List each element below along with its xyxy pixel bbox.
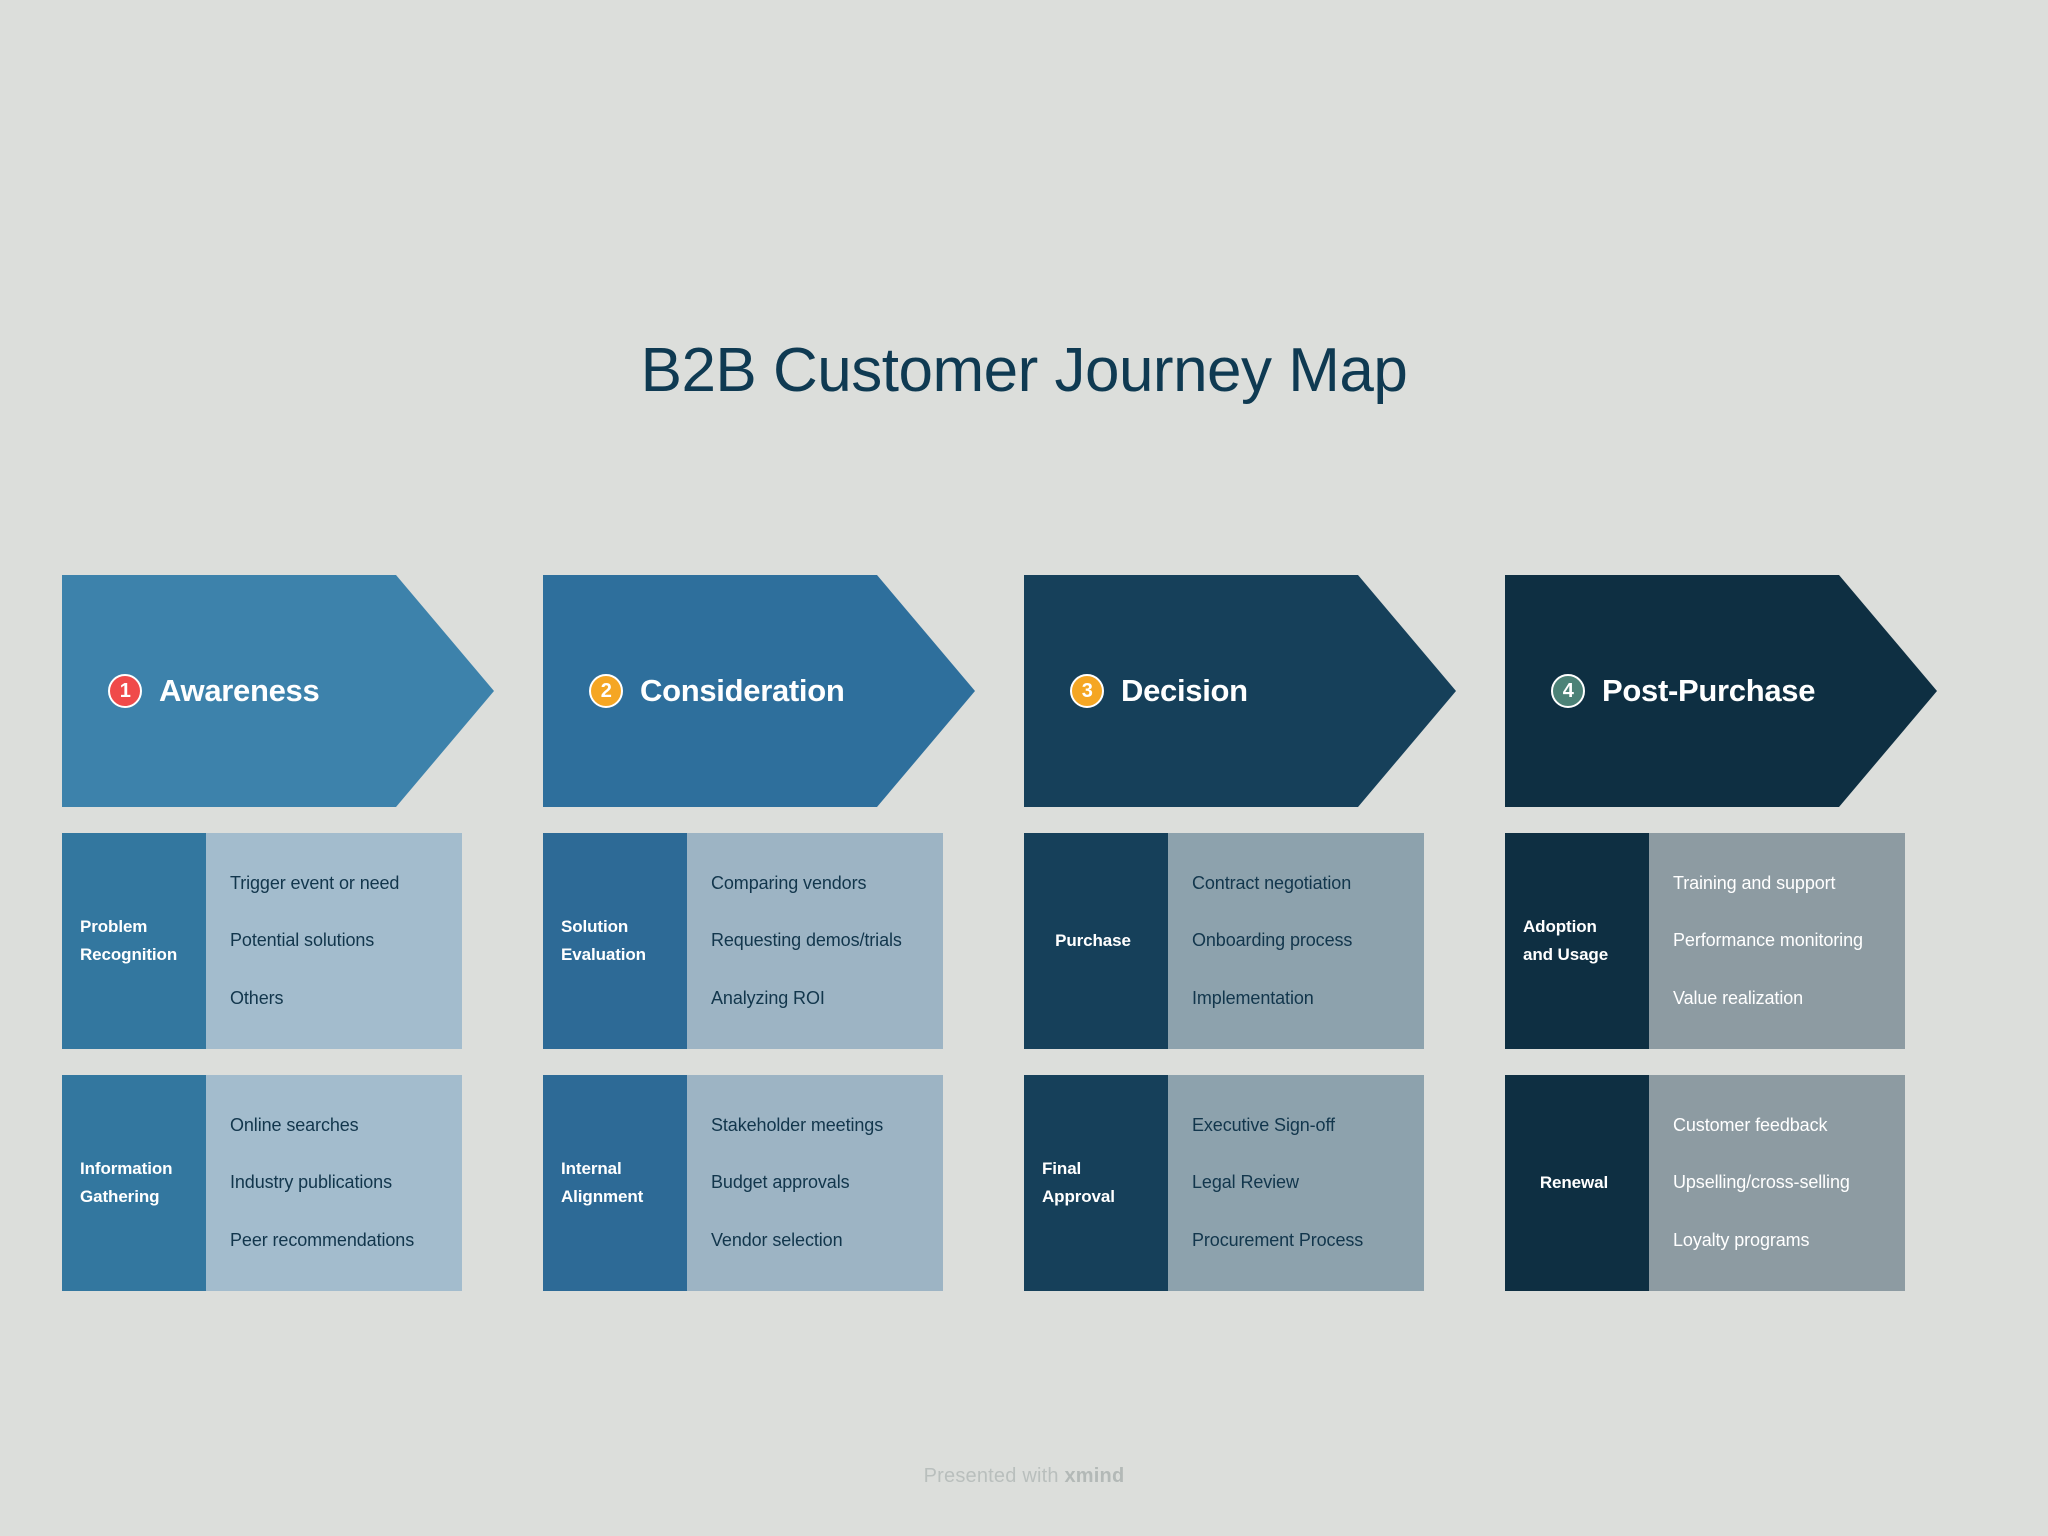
detail-label-line: Solution [561, 917, 629, 937]
arrow-shape-icon [62, 575, 494, 807]
detail-item: Stakeholder meetings [711, 1114, 884, 1135]
arrow-shape-icon [1024, 575, 1456, 807]
footer-prefix: Presented with [923, 1465, 1065, 1487]
detail-label-line: Recognition [80, 945, 178, 964]
detail-item: Industry publications [230, 1172, 392, 1193]
detail-item: Implementation [1192, 987, 1314, 1008]
detail-item: Others [230, 987, 284, 1008]
footer-brand: xmind [1064, 1465, 1125, 1487]
arrow-shape-icon [1505, 575, 1937, 807]
detail-label-line: Gathering [80, 1187, 160, 1206]
detail-label-line: Adoption [1523, 917, 1597, 937]
detail-item: Loyalty programs [1673, 1229, 1810, 1250]
detail-item: Value realization [1673, 987, 1804, 1008]
footer-attribution: Presented with xmind [0, 1465, 2048, 1488]
page-title: B2B Customer Journey Map [640, 335, 1408, 405]
detail-item: Comparing vendors [711, 872, 867, 893]
detail-label-line: and Usage [1523, 945, 1609, 964]
detail-label-line: Internal [561, 1159, 622, 1179]
detail-item: Online searches [230, 1114, 359, 1135]
detail-item: Training and support [1673, 872, 1836, 893]
detail-item: Procurement Process [1192, 1229, 1364, 1250]
detail-label-line: Evaluation [561, 945, 646, 964]
detail-item: Analyzing ROI [711, 987, 825, 1008]
detail-label-line: Purchase [1055, 931, 1131, 951]
detail-item: Budget approvals [711, 1172, 850, 1193]
detail-item: Trigger event or need [230, 872, 400, 893]
detail-item: Onboarding process [1192, 930, 1353, 951]
detail-item: Upselling/cross-selling [1673, 1172, 1850, 1193]
detail-item: Vendor selection [711, 1229, 843, 1250]
detail-item: Requesting demos/trials [711, 930, 902, 951]
detail-block-label: Renewal [1505, 1075, 1649, 1291]
detail-item: Contract negotiation [1192, 872, 1352, 893]
detail-item: Customer feedback [1673, 1114, 1828, 1135]
detail-item: Executive Sign-off [1192, 1114, 1335, 1135]
detail-label-line: Information [80, 1159, 173, 1179]
detail-item: Legal Review [1192, 1172, 1299, 1193]
detail-label-line: Renewal [1539, 1173, 1609, 1193]
detail-block-label: Adoption and Usage [1505, 833, 1649, 1049]
detail-block-label: Purchase [1024, 833, 1168, 1049]
detail-item: Peer recommendations [230, 1229, 415, 1250]
arrow-shape-icon [543, 575, 975, 807]
detail-label-line: Alignment [561, 1187, 644, 1206]
detail-item: Performance monitoring [1673, 930, 1863, 951]
detail-label-line: Problem [80, 917, 148, 937]
detail-label-line: Final [1042, 1159, 1082, 1179]
detail-label-line: Approval [1042, 1187, 1115, 1206]
detail-item: Potential solutions [230, 930, 375, 951]
